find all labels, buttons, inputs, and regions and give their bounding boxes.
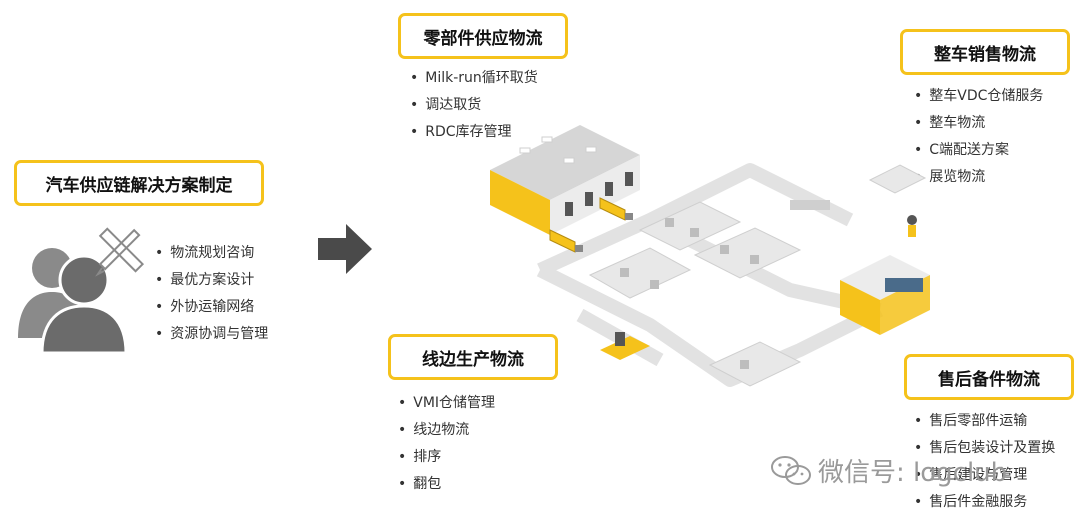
inbound-item: 调达取货	[410, 92, 538, 119]
wechat-icon	[771, 455, 811, 485]
lineside-list: VMI仓储管理 线边物流 排序 翻包	[398, 390, 495, 498]
outbound-item: 整车VDC仓储服务	[914, 83, 1043, 110]
aftersales-item: 售后包装设计及置换	[914, 435, 1055, 462]
outbound-list: 整车VDC仓储服务 整车物流 C端配送方案 展览物流	[914, 83, 1043, 191]
inbound-item: RDC库存管理	[410, 119, 538, 146]
aftersales-item: 售后件金融服务	[914, 489, 1055, 516]
planning-title: 汽车供应链解决方案制定	[45, 175, 233, 196]
inbound-list: Milk-run循环取货 调达取货 RDC库存管理	[410, 65, 538, 146]
warehouse	[490, 125, 640, 235]
aftersales-item: 售后建设与管理	[914, 462, 1055, 489]
outbound-item: 展览物流	[914, 164, 1043, 191]
aftersales-list: 售后零部件运输 售后包装设计及置换 售后建设与管理 售后件金融服务	[914, 408, 1055, 516]
aftersales-item: 售后零部件运输	[914, 408, 1055, 435]
lineside-title-box: 线边生产物流	[388, 334, 558, 380]
inbound-item: Milk-run循环取货	[410, 65, 538, 92]
planning-list: 物流规划咨询 最优方案设计 外协运输网络 资源协调与管理	[155, 240, 268, 348]
watermark: 微信号: logclub	[770, 452, 1007, 489]
inbound-title: 零部件供应物流	[423, 28, 543, 49]
watermark-text: 微信号: logclub	[818, 458, 1008, 488]
planning-item: 最优方案设计	[155, 267, 268, 294]
planning-item: 物流规划咨询	[155, 240, 268, 267]
planning-item: 资源协调与管理	[155, 321, 268, 348]
outbound-title: 整车销售物流	[934, 44, 1036, 65]
outbound-item: 整车物流	[914, 110, 1043, 137]
aftersales-title: 售后备件物流	[938, 369, 1040, 390]
forklift	[600, 332, 650, 360]
showroom	[840, 255, 930, 335]
aftersales-title-box: 售后备件物流	[904, 354, 1074, 400]
right-arrow-icon	[318, 224, 372, 274]
outbound-title-box: 整车销售物流	[900, 29, 1070, 75]
pencil-ruler-icon	[95, 227, 145, 277]
lineside-title: 线边生产物流	[422, 349, 524, 370]
factory-zone	[588, 201, 802, 387]
inbound-title-box: 零部件供应物流	[398, 13, 568, 59]
people-icon	[18, 248, 128, 355]
planning-item: 外协运输网络	[155, 294, 268, 321]
delivery-zone	[790, 164, 927, 237]
planning-title-box: 汽车供应链解决方案制定	[14, 160, 264, 206]
outbound-item: C端配送方案	[914, 137, 1043, 164]
lineside-item: 线边物流	[398, 417, 495, 444]
logistics-illustration	[490, 125, 930, 387]
lineside-item: 排序	[398, 444, 495, 471]
lineside-item: VMI仓储管理	[398, 390, 495, 417]
lineside-item: 翻包	[398, 471, 495, 498]
